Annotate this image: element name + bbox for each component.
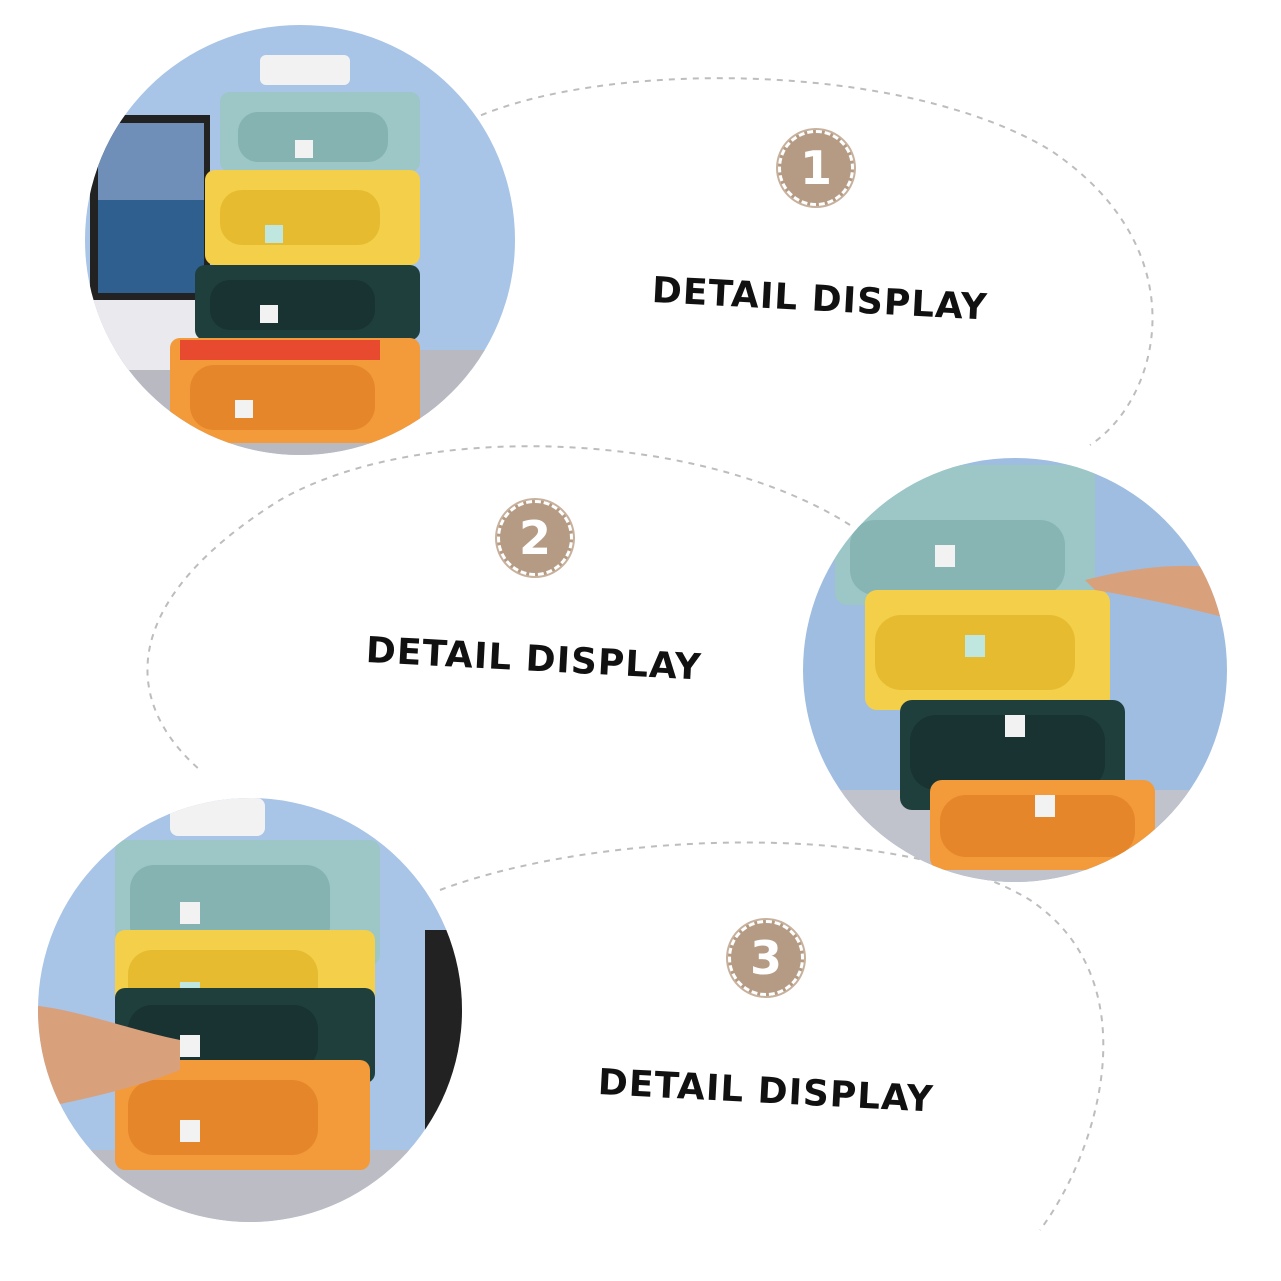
step-badge-3: 3	[728, 920, 804, 996]
step-badge-1: 1	[778, 130, 854, 206]
product-photo-3	[38, 798, 462, 1222]
step-number-1: 1	[799, 141, 832, 195]
step-number-2: 2	[518, 511, 551, 565]
step-badge-2: 2	[497, 500, 573, 576]
product-photo-2	[803, 458, 1227, 882]
product-photo-1	[85, 25, 515, 455]
step-number-3: 3	[749, 931, 782, 985]
